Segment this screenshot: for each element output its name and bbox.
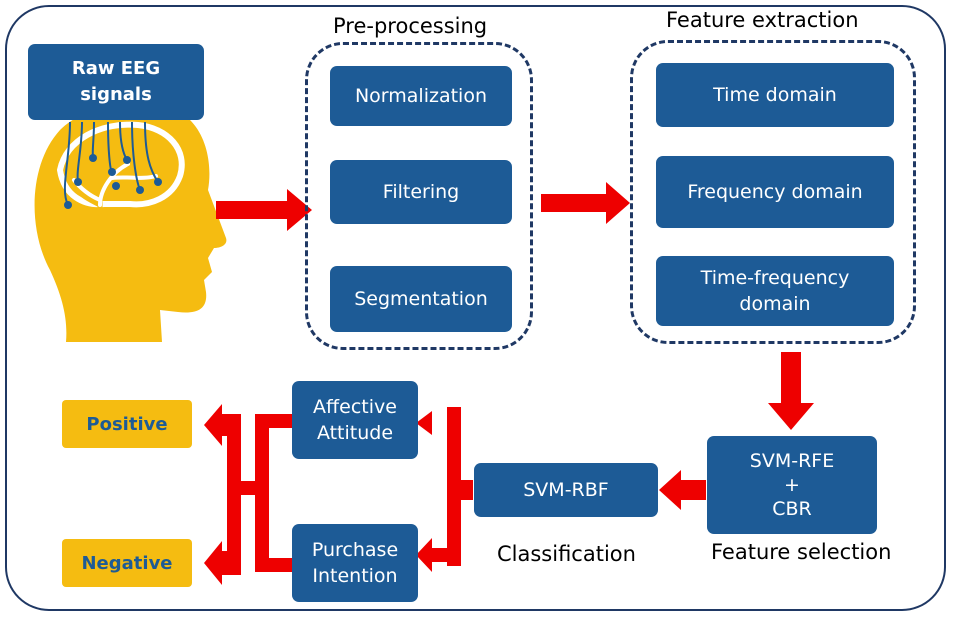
- segmentation-label: Segmentation: [354, 288, 488, 310]
- time-domain-label: Time domain: [713, 84, 837, 106]
- head-icon: [34, 102, 227, 342]
- feature-selection-method: SVM-RFE + CBR: [749, 450, 835, 520]
- preprocessing-group: [305, 42, 533, 350]
- frequency-domain-label: Frequency domain: [687, 181, 863, 203]
- arrow-to-feature-extraction: [541, 182, 630, 224]
- affective-attitude-label: Affective Attitude: [313, 396, 397, 444]
- arrow-to-feature-selection: [768, 352, 814, 430]
- filtering-box: Filtering: [330, 160, 512, 224]
- time-frequency-label: Time-frequency domain: [700, 267, 850, 315]
- electrode-dots: [64, 154, 162, 209]
- output-branch: [204, 404, 292, 585]
- filtering-label: Filtering: [382, 181, 460, 203]
- normalization-label: Normalization: [354, 85, 488, 107]
- diagram-frame: [5, 5, 946, 611]
- normalization-box: Normalization: [330, 66, 512, 126]
- classifier-label: SVM-RBF: [523, 479, 609, 501]
- positive-box: Positive: [62, 400, 192, 448]
- affective-attitude-box: Affective Attitude: [292, 381, 418, 459]
- classification-title: Classification: [497, 542, 636, 566]
- feature-selection-box: SVM-RFE + CBR: [707, 436, 877, 534]
- purchase-intention-box: Purchase Intention: [292, 524, 418, 602]
- frequency-domain-box: Frequency domain: [656, 156, 894, 228]
- arrow-to-preprocessing: [216, 189, 312, 231]
- time-frequency-box: Time-frequency domain: [656, 256, 894, 326]
- arrow-to-classifier: [659, 470, 706, 510]
- preprocessing-title: Pre-processing: [333, 14, 488, 38]
- feature-selection-title: Feature selection: [711, 540, 892, 564]
- segmentation-box: Segmentation: [330, 266, 512, 332]
- negative-label: Negative: [81, 552, 173, 574]
- purchase-intention-label: Purchase Intention: [311, 539, 399, 587]
- feature-extraction-group: [630, 40, 916, 344]
- raw-eeg-box: Raw EEG signals: [28, 44, 204, 120]
- feature-extraction-title: Feature extraction: [666, 8, 859, 32]
- positive-label: Positive: [86, 413, 168, 435]
- classifier-branch: [416, 407, 473, 572]
- raw-eeg-label: Raw EEG signals: [71, 58, 161, 105]
- negative-box: Negative: [62, 539, 192, 587]
- time-domain-box: Time domain: [656, 63, 894, 127]
- classifier-box: SVM-RBF: [474, 463, 658, 517]
